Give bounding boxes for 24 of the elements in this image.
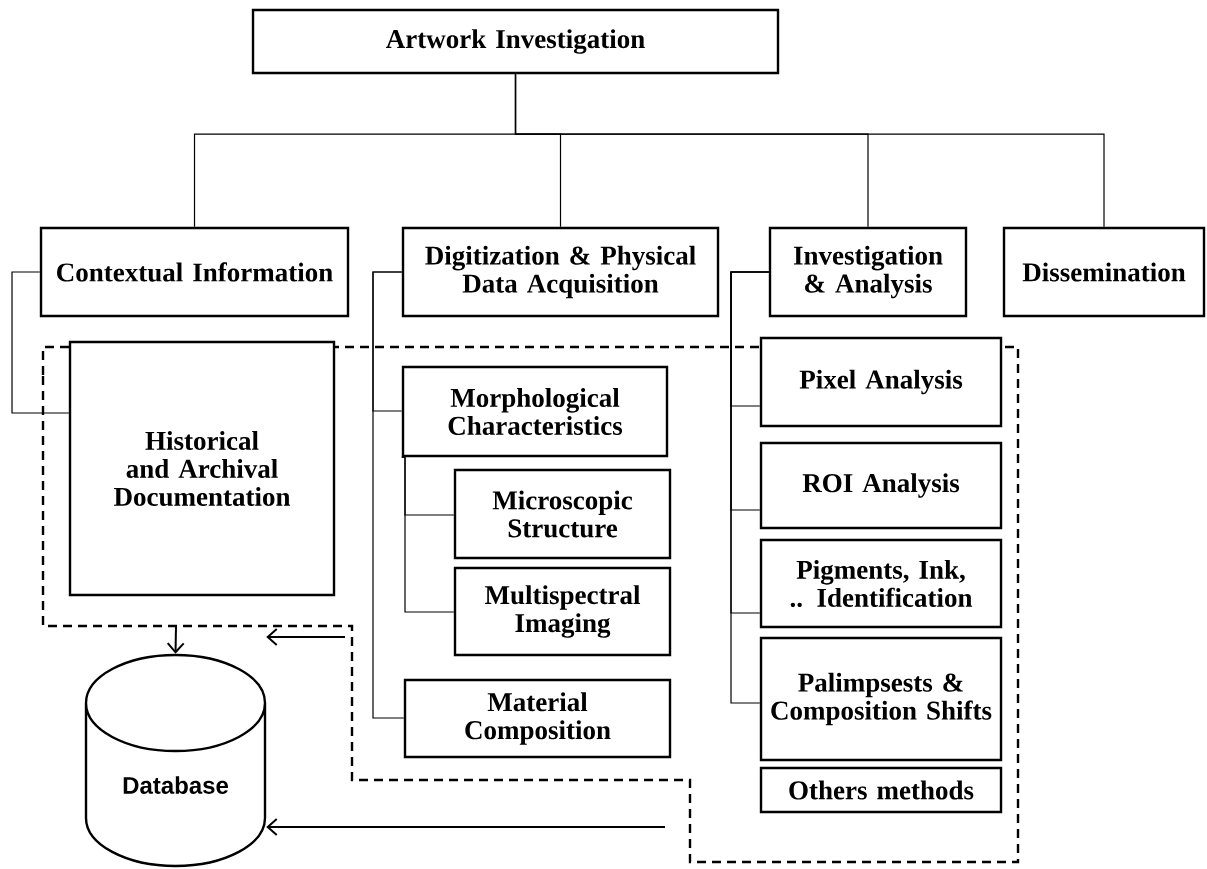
connector-line — [11, 271, 70, 414]
connector-line — [514, 73, 1105, 228]
database-cylinder: Database — [84, 653, 267, 868]
process-box: Morphological Characteristics — [401, 365, 669, 458]
connector-line — [730, 271, 770, 704]
arrow — [266, 818, 666, 836]
process-box: Investigation & Analysis — [768, 226, 968, 318]
process-box: Others methods — [759, 766, 1003, 814]
arrow — [166, 625, 185, 654]
process-box: Multispectral Imaging — [453, 566, 672, 657]
process-box: Contextual Information — [39, 226, 350, 318]
process-box: Material Composition — [403, 678, 672, 759]
process-box: Pigments, Ink, .. Identification — [759, 538, 1003, 629]
process-box: Microscopic Structure — [453, 468, 672, 560]
process-box: Pixel Analysis — [759, 336, 1003, 428]
process-box: Dissemination — [1002, 226, 1206, 318]
arrow — [266, 628, 346, 646]
connector-line — [372, 271, 405, 719]
process-box: Historical and Archival Documentation — [68, 340, 336, 597]
title-box: Artwork Investigation — [251, 8, 780, 75]
process-box: Digitization & Physical Data Acquisition — [401, 226, 720, 318]
connector-line — [401, 456, 455, 613]
process-box: Palimpsests & Composition Shifts — [759, 636, 1003, 762]
process-box: ROI Analysis — [759, 441, 1003, 530]
